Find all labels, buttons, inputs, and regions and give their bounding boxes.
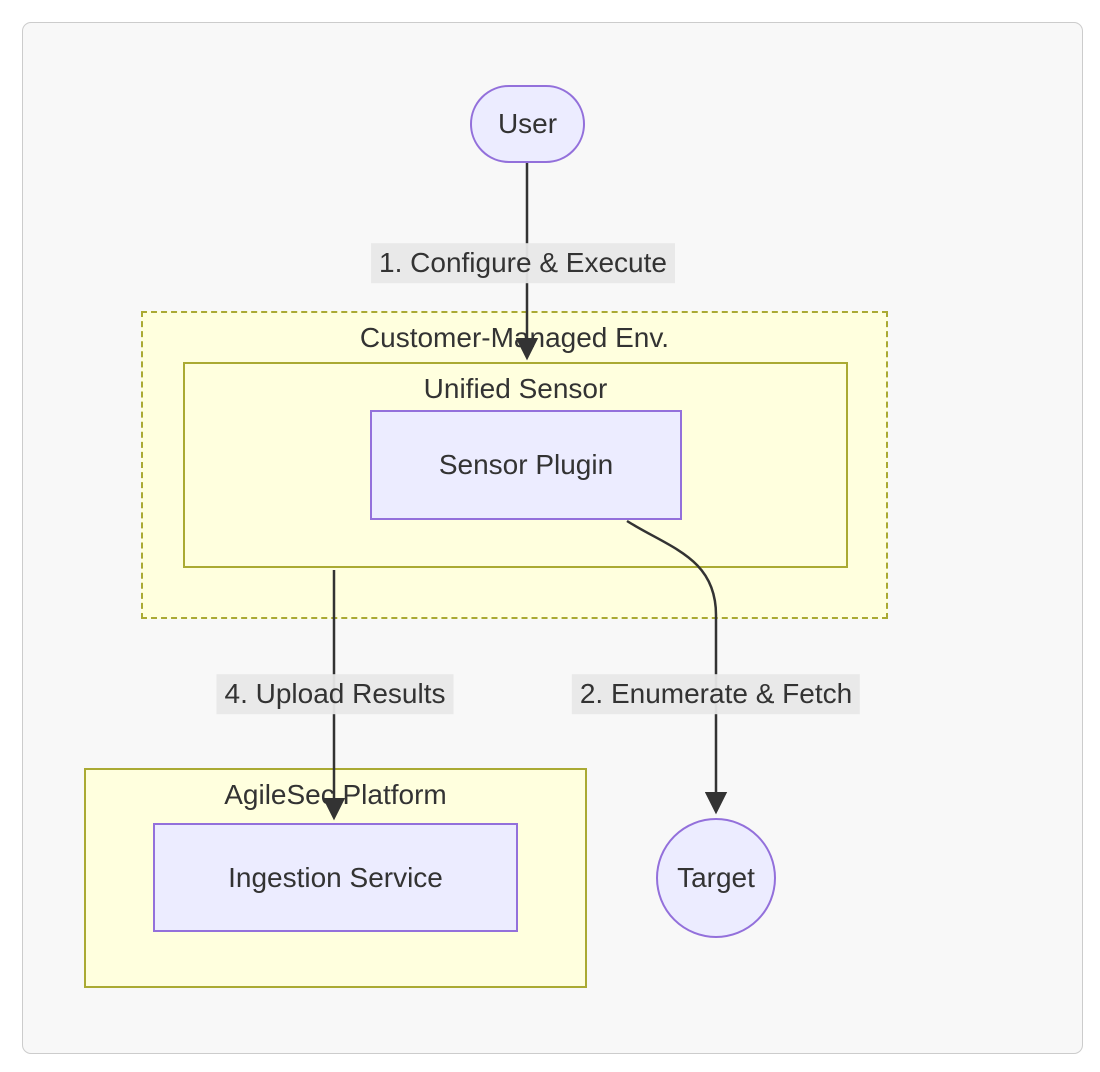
container-customer-managed-env-title: Customer-Managed Env. [359,322,670,353]
node-ingestion-service: Ingestion Service [153,823,518,932]
container-agilesec-platform-title: AgileSec Platform [224,779,447,810]
node-user: User [470,85,585,163]
node-sensor-plugin-label: Sensor Plugin [438,449,614,481]
node-user-label: User [497,108,558,140]
node-ingestion-service-label: Ingestion Service [228,861,443,893]
edge-label-enumerate-fetch: 2. Enumerate & Fetch [571,674,861,714]
edge-label-configure-execute: 1. Configure & Execute [371,243,675,283]
node-target-label: Target [677,862,755,894]
node-sensor-plugin: Sensor Plugin [370,410,682,520]
edge-label-upload-results: 4. Upload Results [216,674,454,714]
node-target: Target [656,818,776,938]
container-unified-sensor-title: Unified Sensor [423,373,608,404]
